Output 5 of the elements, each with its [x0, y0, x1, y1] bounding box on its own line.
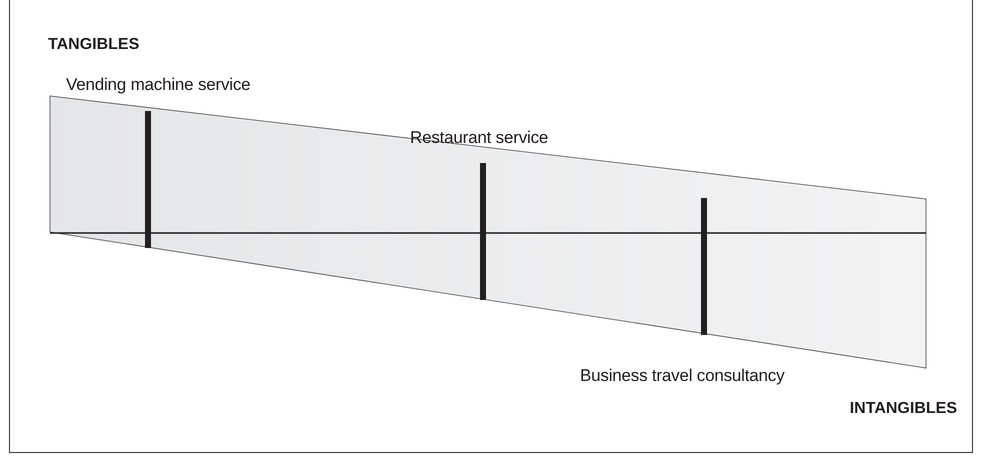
axis-end-label: INTANGIBLES — [850, 400, 957, 418]
service-label: Restaurant service — [410, 128, 548, 148]
service-label: Vending machine service — [66, 75, 250, 95]
service-label: Business travel consultancy — [580, 366, 784, 386]
axis-end-label: TANGIBLES — [48, 36, 140, 54]
